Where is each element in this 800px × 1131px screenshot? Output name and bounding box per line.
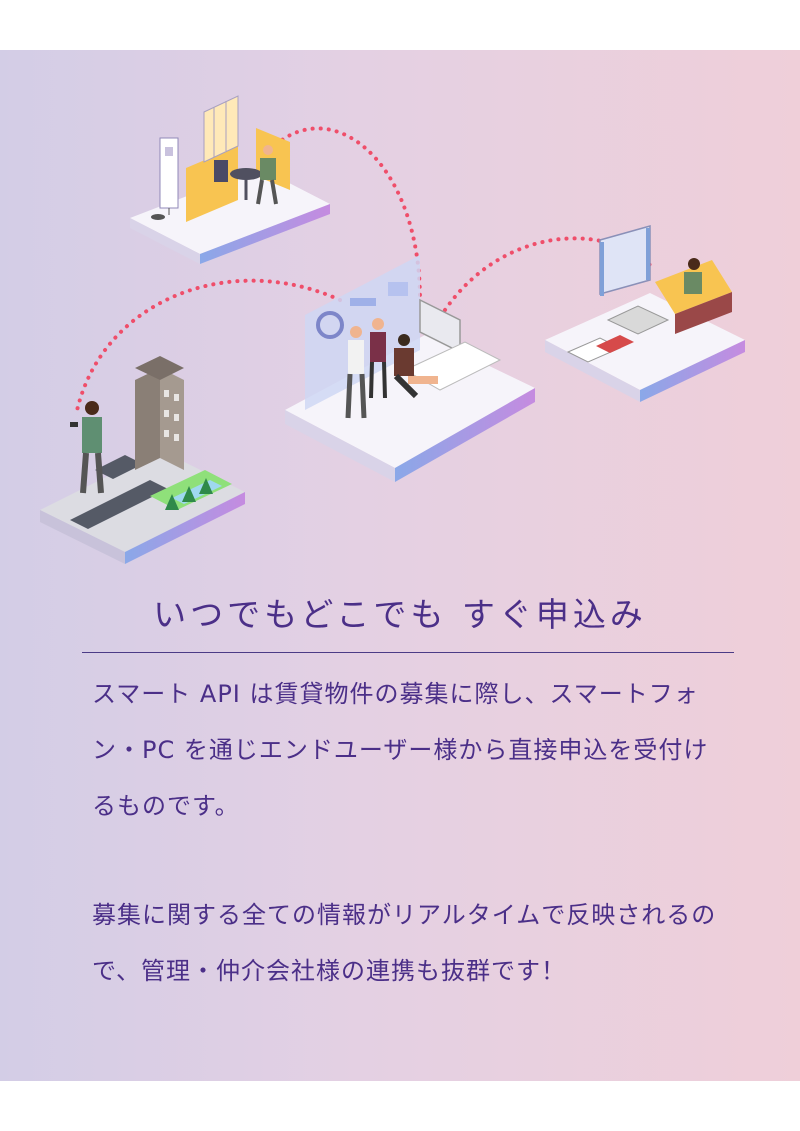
cafe-meeting-scene <box>130 95 330 264</box>
divider-line <box>82 652 734 653</box>
home-scene <box>545 225 745 402</box>
description-paragraph-2: 募集に関する全ての情報がリアルタイムで反映されるので、管理・仲介会社様の連携も抜… <box>92 901 717 985</box>
headline: いつでもどこでも すぐ申込み <box>153 595 647 634</box>
content-panel: いつでもどこでも すぐ申込み スマート API は賃貸物件の募集に際し、スマート… <box>0 50 800 1081</box>
isometric-illustration <box>40 95 745 564</box>
description-paragraph-1: スマート API は賃貸物件の募集に際し、スマートフォン・PC を通じエンドユー… <box>92 680 709 820</box>
office-scene <box>285 255 535 482</box>
city-scene <box>40 356 245 564</box>
